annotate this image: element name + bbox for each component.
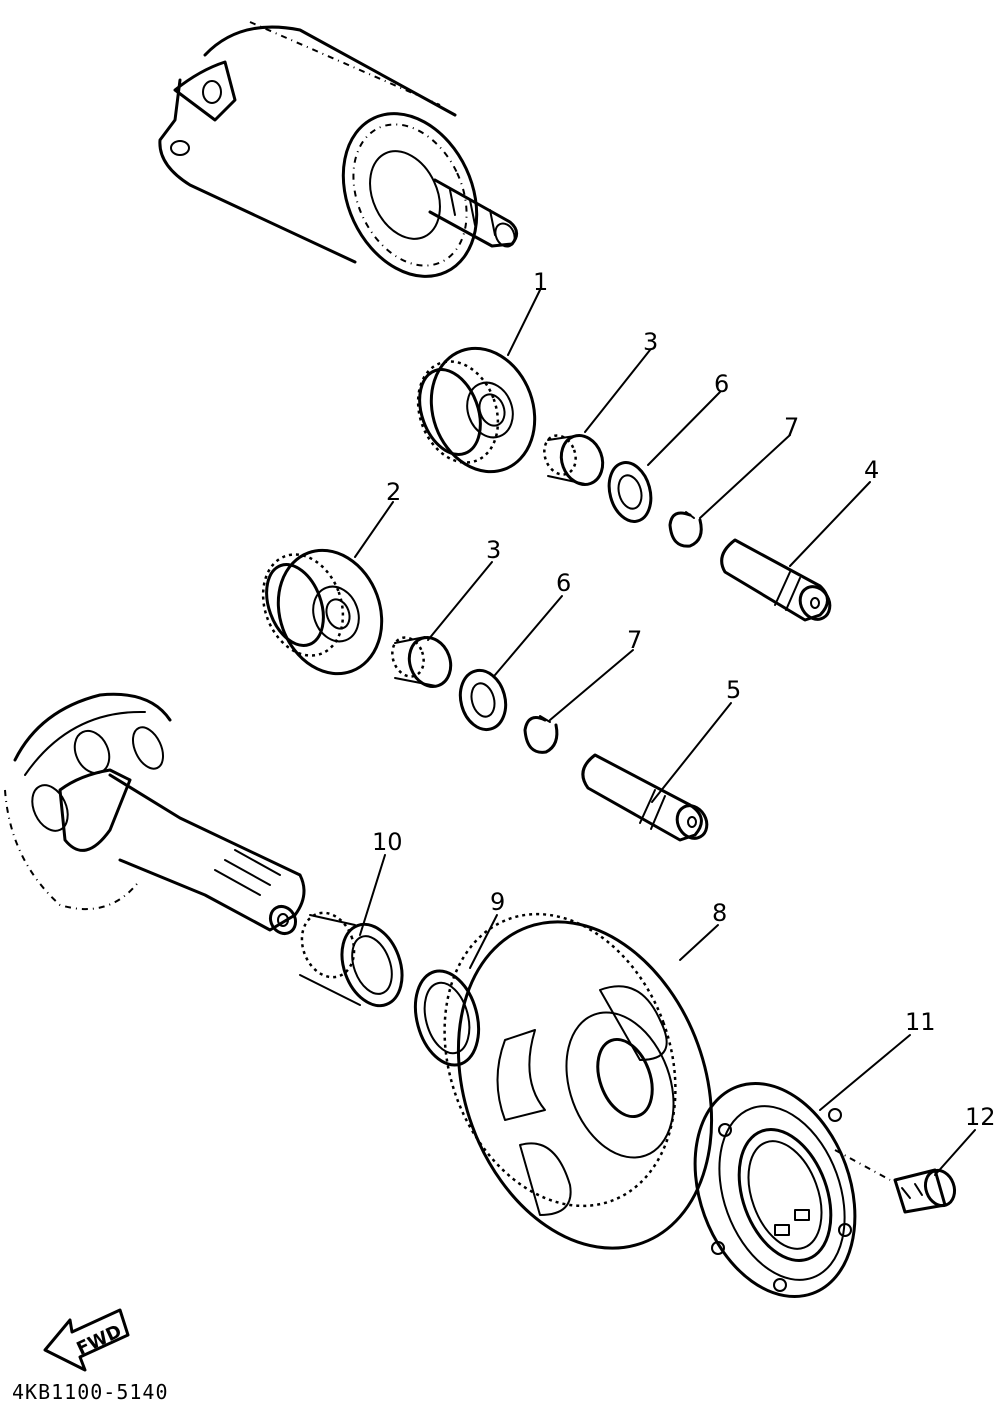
needle-bearing-upper	[543, 434, 605, 486]
callout-4: 4	[864, 456, 879, 484]
idler-gear-1	[416, 346, 537, 474]
diagram-part-code: 4KB1100-5140	[12, 1380, 169, 1404]
washer-upper	[607, 461, 653, 523]
callout-8: 8	[712, 899, 727, 927]
bolt-12	[893, 1168, 957, 1214]
shaft-4	[720, 538, 832, 622]
washer-lower	[458, 668, 508, 732]
callout-9: 9	[490, 888, 505, 916]
callout-numbers: 1 2 3 3 4 5 6 6 7 7 8 9 10 11 12	[372, 268, 996, 1131]
callout-12: 12	[965, 1103, 996, 1131]
one-way-clutch	[693, 1081, 891, 1299]
callout-7-upper: 7	[784, 413, 799, 441]
starter-motor	[158, 21, 518, 278]
circlip-upper	[668, 511, 703, 548]
leader-lines	[354, 289, 976, 1176]
callout-10: 10	[372, 828, 403, 856]
washer-9	[413, 969, 481, 1067]
circlip-lower	[523, 715, 559, 754]
needle-bearing-lower	[391, 636, 453, 688]
callout-6-lower: 6	[556, 569, 571, 597]
callout-2: 2	[386, 478, 401, 506]
bearing-10	[299, 911, 404, 1008]
callout-3-upper: 3	[643, 328, 658, 356]
callout-7-lower: 7	[627, 626, 642, 654]
starter-clutch-shaft	[4, 692, 306, 936]
starter-wheel-gear	[443, 912, 714, 1250]
fwd-arrow-icon: FWD	[43, 1308, 130, 1372]
idler-gear-2	[261, 548, 384, 676]
shaft-5	[581, 753, 709, 842]
callout-11: 11	[905, 1008, 936, 1036]
callout-1: 1	[533, 268, 548, 296]
callout-3-lower: 3	[486, 536, 501, 564]
callout-5: 5	[726, 676, 741, 704]
callout-6-upper: 6	[714, 370, 729, 398]
